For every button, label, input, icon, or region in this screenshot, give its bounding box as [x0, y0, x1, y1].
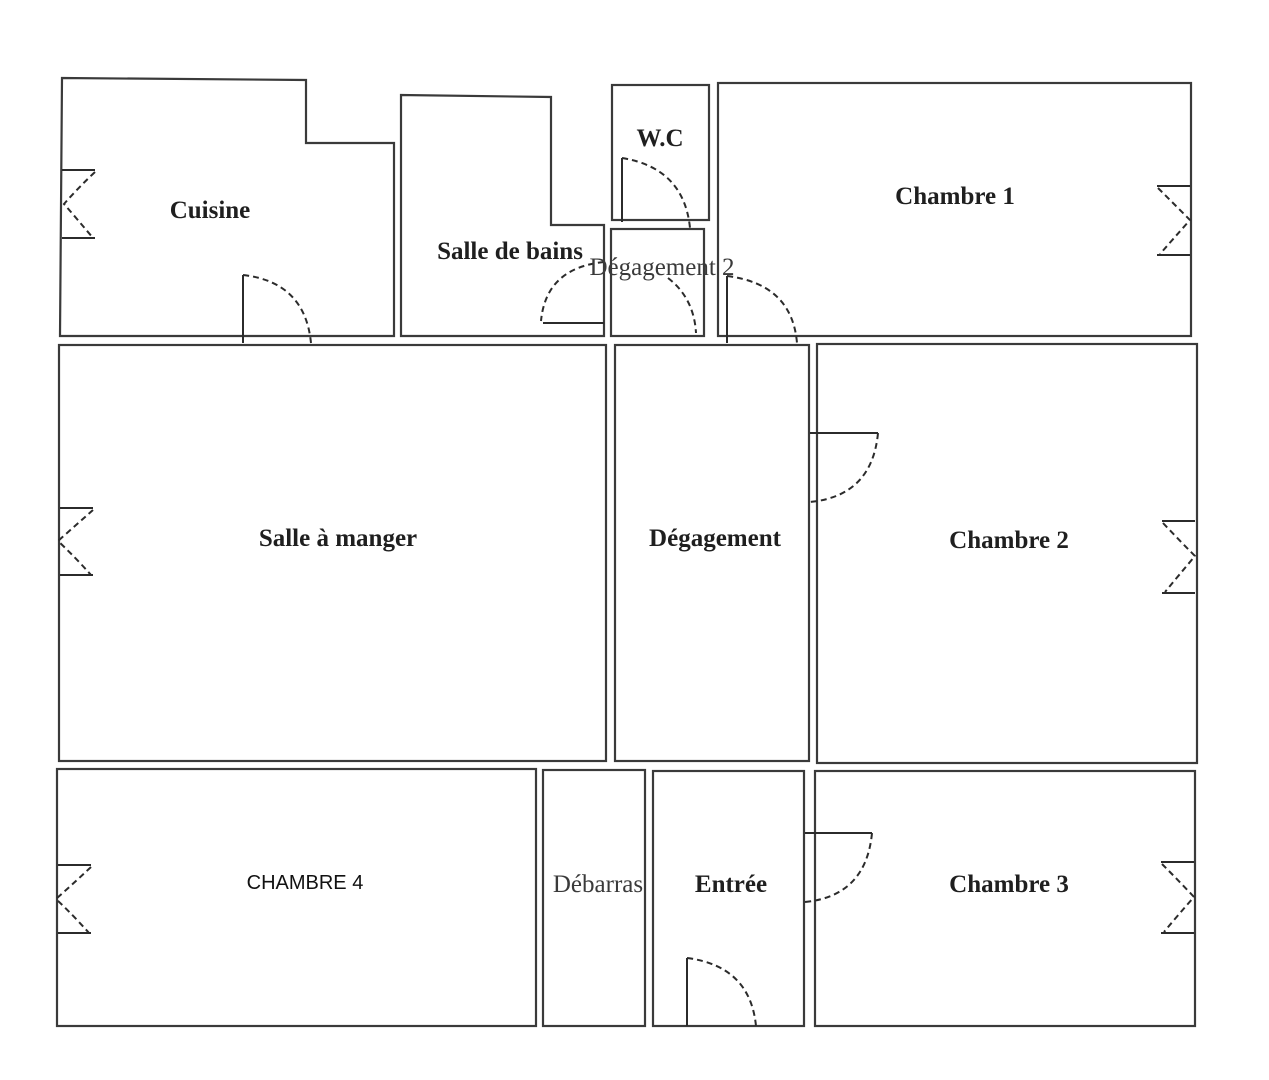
window-salle-a-manger [56, 507, 94, 576]
door-chambre-1 [726, 275, 798, 344]
room-debarras-outline [541, 768, 647, 1028]
room-cuisine-outline [58, 76, 396, 338]
door-entree [686, 957, 757, 1027]
room-wc-outline [610, 83, 711, 222]
label-entree: Entrée [695, 871, 767, 898]
label-wc: W.C [636, 125, 683, 152]
label-degagement: Dégagement [649, 525, 782, 552]
window-cuisine [62, 169, 96, 239]
label-debarras: Débarras [553, 871, 643, 898]
door-degagement-2 [667, 277, 697, 334]
window-chambre-3 [1161, 861, 1196, 934]
label-chambre-4: CHAMBRE 4 [247, 872, 364, 894]
door-wc [621, 157, 691, 229]
door-chambre-3 [804, 832, 873, 903]
room-chambre-1-outline [716, 81, 1193, 338]
door-chambre-2 [809, 432, 879, 503]
room-degagement-outline [613, 343, 811, 763]
label-cuisine: Cuisine [170, 197, 251, 224]
door-cuisine [242, 274, 312, 344]
room-chambre-2-outline [815, 342, 1199, 765]
door-salle-de-bains [540, 261, 605, 324]
room-degagement-2-outline [609, 227, 706, 338]
room-chambre-4-outline [55, 767, 538, 1028]
room-salle-a-manger-outline [57, 343, 608, 763]
label-chambre-2: Chambre 2 [949, 527, 1069, 554]
label-chambre-1: Chambre 1 [895, 183, 1015, 210]
label-chambre-3: Chambre 3 [949, 871, 1069, 898]
window-chambre-2 [1162, 520, 1197, 594]
window-chambre-1 [1157, 185, 1192, 256]
label-degagement-2: Dégagement 2 [589, 254, 734, 281]
label-salle-de-bains: Salle de bains [437, 238, 583, 265]
room-chambre-3-outline [813, 769, 1197, 1028]
label-salle-a-manger: Salle à manger [259, 525, 417, 552]
room-salle-de-bains-outline [399, 93, 606, 338]
window-chambre-4 [54, 864, 92, 934]
room-entree-outline [651, 769, 806, 1028]
